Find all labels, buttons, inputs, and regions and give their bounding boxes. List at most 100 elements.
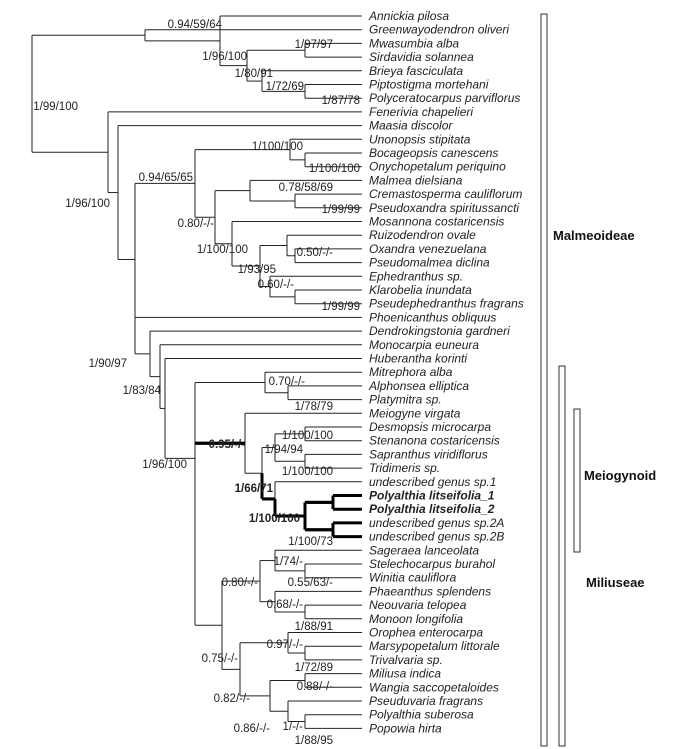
taxon-label: Dendrokingstonia gardneri bbox=[369, 324, 510, 338]
support-value: 1/88/95 bbox=[295, 735, 333, 747]
support-values: 0.94/59/64 1/96/100 1/97/97 1/80/911/72/69 1… bbox=[33, 19, 360, 747]
taxon-label: Cremastosperma cauliflorum bbox=[369, 187, 522, 201]
taxon-label: Ruizodendron ovale bbox=[369, 228, 476, 242]
support-value: 1/72/69 bbox=[266, 81, 304, 93]
support-value: 1/100/100 bbox=[252, 141, 303, 153]
support-value: 1/-/- bbox=[283, 721, 304, 733]
taxon-label: Klarobelia inundata bbox=[369, 283, 472, 297]
taxon-label: Mosannona costaricensis bbox=[369, 215, 504, 229]
taxon-label: Maasia discolor bbox=[369, 119, 453, 133]
support-value: 0.97/-/- bbox=[267, 639, 304, 651]
taxon-label: Polyalthia litseifolia_2 bbox=[369, 502, 495, 516]
support-value: 0.86/-/- bbox=[234, 723, 271, 735]
clade-name: Miliuseae bbox=[586, 575, 645, 590]
malmeoideae-bar bbox=[540, 13, 548, 747]
taxon-label: Winitia cauliflora bbox=[369, 571, 457, 585]
support-value: 1/90/97 bbox=[89, 358, 127, 370]
meiogynoid-bar bbox=[573, 408, 581, 553]
support-value: 0.60/-/- bbox=[258, 279, 295, 291]
support-value: 1/100/100 bbox=[309, 163, 360, 175]
support-value: 0.70/-/- bbox=[269, 376, 306, 388]
taxon-label: Desmopsis microcarpa bbox=[369, 420, 491, 434]
support-value: 0.95/-/- bbox=[209, 439, 246, 451]
support-value: 1/99/99 bbox=[322, 301, 360, 313]
taxon-label: Popowia hirta bbox=[369, 721, 442, 735]
support-value: 1/99/99 bbox=[322, 204, 360, 216]
taxon-label: Pseudoxandra spiritussancti bbox=[369, 201, 519, 215]
taxon-label: Pseuduvaria fragrans bbox=[369, 694, 483, 708]
taxon-label: Mwasumbia alba bbox=[369, 36, 459, 50]
support-value: 1/99/100 bbox=[33, 101, 78, 113]
taxon-label: Polyalthia litseifolia_1 bbox=[369, 489, 495, 503]
support-value: 0.55/63/- bbox=[288, 577, 334, 589]
taxon-label: Pseudomalmea diclina bbox=[369, 256, 490, 270]
support-value: 1/96/100 bbox=[202, 51, 247, 63]
support-value: 1/74/- bbox=[274, 556, 304, 568]
support-value: 1/88/91 bbox=[295, 621, 333, 633]
taxon-label: Malmea dielsiana bbox=[369, 173, 463, 187]
support-value: 0.50/-/- bbox=[297, 247, 334, 259]
taxon-label: Miliusa indica bbox=[369, 667, 441, 681]
support-value: 1/66/71 bbox=[235, 483, 274, 495]
support-value: 1/93/95 bbox=[238, 264, 276, 276]
support-value: 1/87/78 bbox=[322, 95, 360, 107]
taxon-label: Tridimeris sp. bbox=[369, 461, 440, 475]
taxon-label: Marsypopetalum littorale bbox=[369, 639, 500, 653]
taxon-label: Sapranthus viridiflorus bbox=[369, 447, 488, 461]
support-value: 0.94/59/64 bbox=[168, 19, 223, 31]
taxon-label: Mitrephora alba bbox=[369, 365, 453, 379]
taxon-label: Greenwayodendron oliveri bbox=[369, 23, 509, 37]
taxon-label: Pseudephedranthus fragrans bbox=[369, 297, 524, 311]
support-value: 0.78/58/69 bbox=[279, 182, 333, 194]
support-value: 1/94/94 bbox=[265, 444, 304, 456]
support-value: 1/97/97 bbox=[295, 39, 333, 51]
taxon-label: Stenanona costaricensis bbox=[369, 434, 500, 448]
support-value: 1/100/100 bbox=[249, 513, 300, 525]
support-value: 0.68/-/- bbox=[267, 599, 304, 611]
taxon-label: Trivalvaria sp. bbox=[369, 653, 443, 667]
taxon-label: Phaeanthus splendens bbox=[369, 584, 491, 598]
taxon-label: Annickia pilosa bbox=[368, 9, 449, 23]
taxon-label: Monoon longifolia bbox=[369, 612, 463, 626]
support-value: 0.94/65/65 bbox=[139, 172, 193, 184]
miliuseae-bar bbox=[558, 365, 566, 747]
support-value: 1/100/73 bbox=[288, 536, 333, 548]
taxon-label: Stelechocarpus burahol bbox=[369, 557, 495, 571]
taxon-label: Bocageopsis canescens bbox=[369, 146, 498, 160]
support-value: 1/100/100 bbox=[282, 430, 333, 442]
taxon-label: Wangia saccopetaloides bbox=[369, 680, 499, 694]
taxon-label: Fenerivia chapelieri bbox=[369, 105, 473, 119]
taxon-label: Piptostigma mortehani bbox=[369, 78, 489, 92]
taxon-label: Sageraea lanceolata bbox=[369, 543, 479, 557]
support-value: 1/96/100 bbox=[65, 198, 110, 210]
taxon-label: Ephedranthus sp. bbox=[369, 269, 463, 283]
taxon-label: undescribed genus sp.2B bbox=[369, 530, 504, 544]
tree-branches bbox=[31, 15, 362, 729]
taxon-label: Phoenicanthus obliquus bbox=[369, 310, 496, 324]
support-value: 0.82/-/- bbox=[214, 693, 251, 705]
taxon-label: Onychopetalum periquino bbox=[369, 160, 506, 174]
support-value: 1/78/79 bbox=[295, 401, 333, 413]
taxon-label: Polyalthia suberosa bbox=[369, 708, 474, 722]
taxon-label: Neouvaria telopea bbox=[369, 598, 467, 612]
support-value: 1/100/100 bbox=[282, 466, 333, 478]
taxon-label: Sirdavidia solannea bbox=[369, 50, 474, 64]
taxon-label: Polyceratocarpus parviflorus bbox=[369, 91, 520, 105]
support-value: 0.88/-/- bbox=[297, 681, 334, 693]
support-value: 0.75/-/- bbox=[202, 653, 239, 665]
taxon-label: undescribed genus sp.1 bbox=[369, 475, 496, 489]
taxon-label: undescribed genus sp.2A bbox=[369, 516, 504, 530]
taxon-label: Unonopsis stipitata bbox=[369, 132, 471, 146]
support-value: 0.80/-/- bbox=[178, 218, 215, 230]
support-value: 1/83/84 bbox=[123, 385, 162, 397]
taxon-label: Monocarpia euneura bbox=[369, 338, 479, 352]
support-value: 1/80/91 bbox=[235, 68, 273, 80]
taxon-label: Oxandra venezuelana bbox=[369, 242, 487, 256]
support-value: 1/72/89 bbox=[295, 662, 333, 674]
taxon-label: Orophea enterocarpa bbox=[369, 626, 483, 640]
support-value: 0.80/-/- bbox=[222, 577, 259, 589]
taxon-label: Brieya fasciculata bbox=[369, 64, 463, 78]
taxon-label: Meiogyne virgata bbox=[369, 406, 461, 420]
